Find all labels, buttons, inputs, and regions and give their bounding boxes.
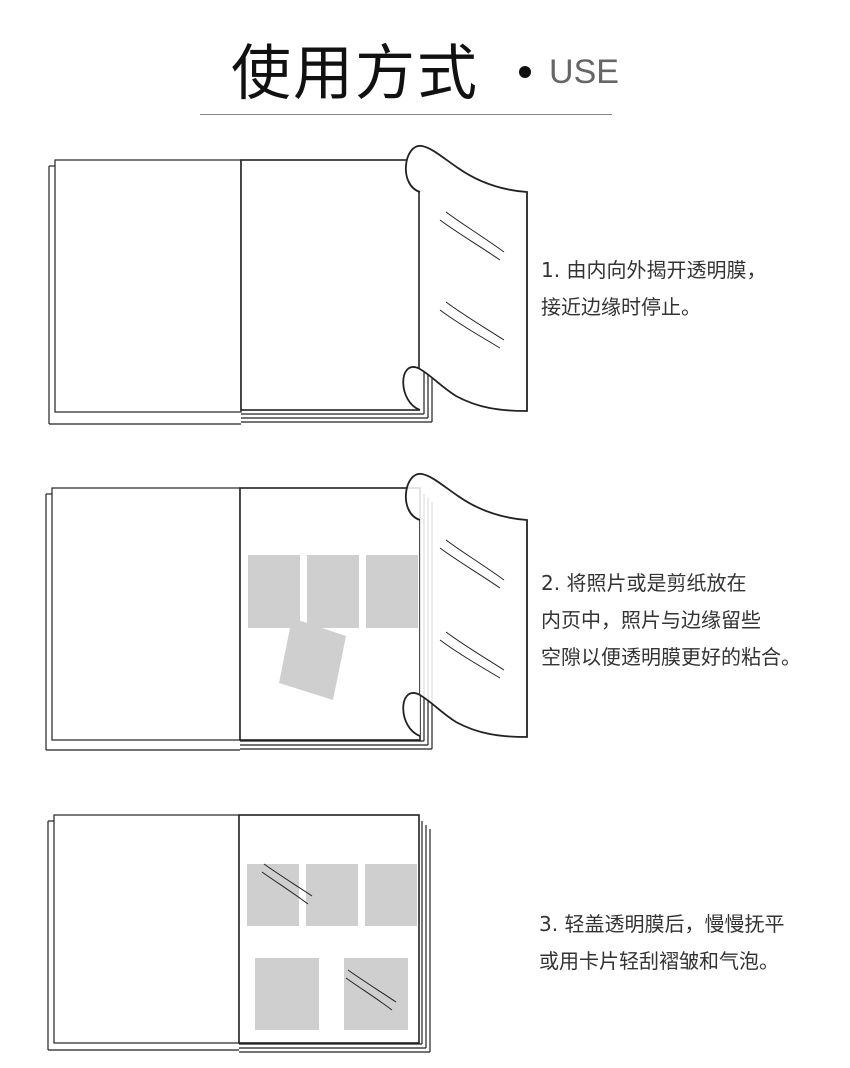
photo bbox=[306, 864, 358, 926]
title-english: USE bbox=[549, 52, 619, 91]
step-3-caption: 3. 轻盖透明膜后，慢慢抚平 或用卡片轻刮褶皱和气泡。 bbox=[539, 912, 785, 973]
left-page bbox=[53, 814, 240, 1044]
title-chinese: 使用方式 bbox=[231, 38, 480, 109]
photo-tilted bbox=[279, 618, 346, 700]
page-title: 使用方式 USE bbox=[0, 28, 850, 109]
photo bbox=[366, 555, 418, 628]
photo bbox=[344, 958, 408, 1030]
photo bbox=[307, 555, 359, 628]
photo bbox=[255, 958, 319, 1030]
left-page bbox=[51, 487, 241, 741]
step-3-illustration bbox=[47, 814, 431, 1053]
step-1-illustration bbox=[48, 145, 528, 425]
title-bullet-icon bbox=[519, 66, 532, 78]
step-2-illustration bbox=[45, 473, 528, 751]
photo bbox=[248, 555, 300, 628]
right-page bbox=[240, 159, 420, 411]
peeling-film bbox=[402, 145, 528, 412]
photo bbox=[365, 864, 417, 926]
title-underline bbox=[200, 114, 612, 115]
photo bbox=[247, 864, 299, 926]
left-page bbox=[54, 159, 242, 413]
step-1-caption: 1. 由内向外揭开透明膜， 接近边缘时停止。 bbox=[541, 258, 767, 319]
step-2-caption: 2. 将照片或是剪纸放在 内页中，照片与边缘留些 空隙以便透明膜更好的粘合。 bbox=[541, 571, 801, 669]
peeling-film bbox=[402, 473, 528, 738]
